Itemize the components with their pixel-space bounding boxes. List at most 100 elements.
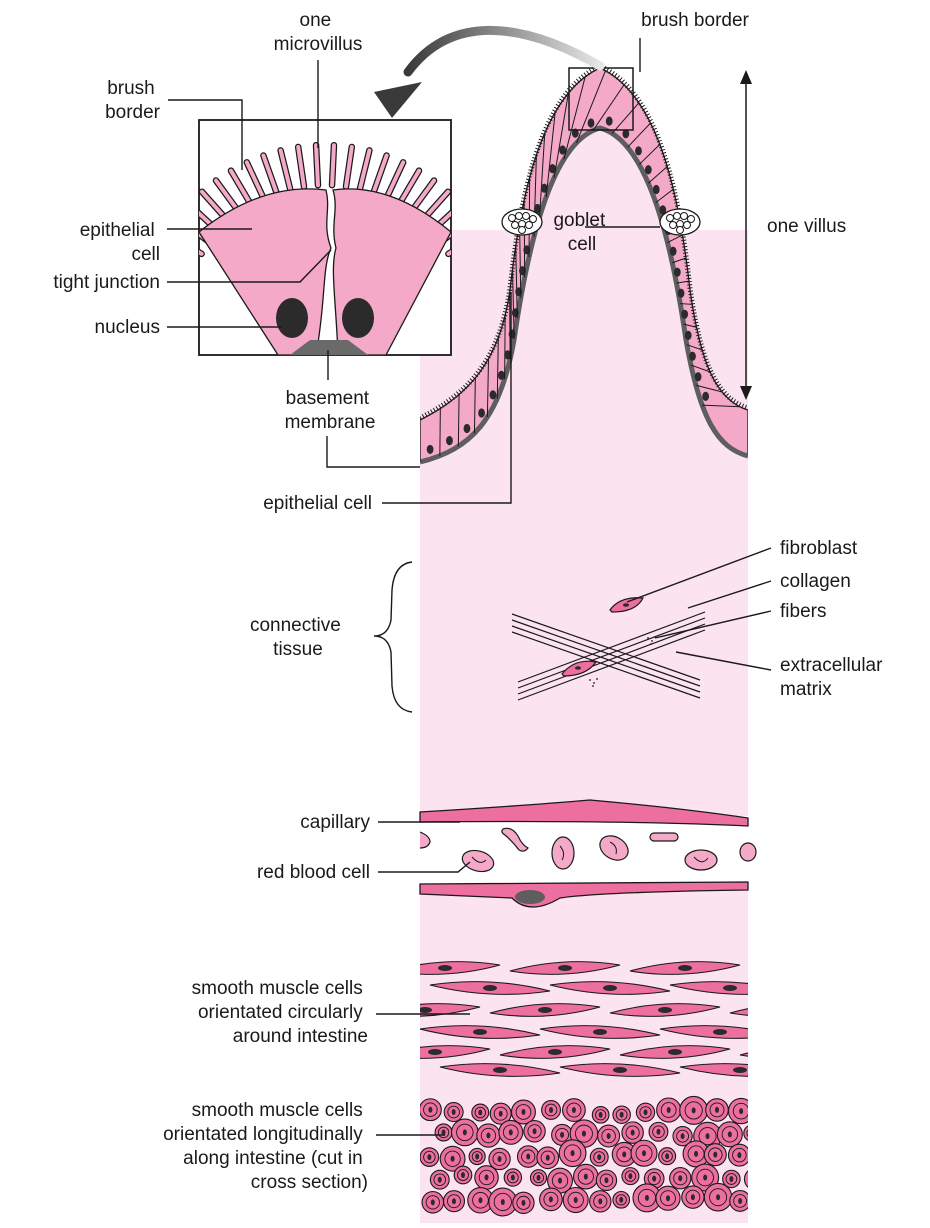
muscle-nucleus <box>645 1195 649 1201</box>
muscle-nucleus <box>737 1152 741 1158</box>
endothelial-nucleus <box>515 890 545 904</box>
muscle-nucleus <box>692 1107 696 1113</box>
muscle-nucleus <box>788 1049 802 1055</box>
muscle-nucleus <box>723 985 737 991</box>
capillary <box>420 800 756 907</box>
muscle-nucleus <box>473 1029 487 1035</box>
microvillus <box>159 249 195 267</box>
label-capillary: capillary <box>300 812 370 833</box>
muscle-nucleus <box>511 1174 515 1180</box>
muscle-nucleus <box>738 1198 742 1204</box>
muscle-nucleus <box>478 1197 482 1203</box>
muscle-nucleus <box>485 1174 489 1180</box>
label-smooth-muscle-longitudinal: smooth muscle cells orientated longitudi… <box>163 1100 368 1193</box>
muscle-nucleus <box>604 1177 608 1183</box>
muscle-nucleus <box>499 1111 503 1117</box>
muscle-nucleus <box>665 1153 669 1159</box>
muscle-nucleus <box>713 1029 727 1035</box>
cell-nucleus <box>498 371 505 380</box>
muscle-nucleus <box>558 965 572 971</box>
muscle-nucleus <box>452 1109 456 1115</box>
muscle-nucleus <box>549 1196 553 1202</box>
muscle-nucleus <box>533 1128 537 1134</box>
red-blood-cell <box>650 833 678 841</box>
muscle-nucleus <box>599 1112 603 1118</box>
muscle-nucleus <box>521 1200 525 1206</box>
muscle-nucleus <box>558 1178 562 1184</box>
muscle-nucleus <box>668 1049 682 1055</box>
cell-nucleus <box>695 372 702 381</box>
label-epithelial-cell: epithelial cell <box>263 493 372 514</box>
muscle-nucleus <box>733 1067 747 1073</box>
inset-panel <box>146 120 503 355</box>
muscle-nucleus <box>644 1109 648 1115</box>
muscle-nucleus <box>548 1049 562 1055</box>
muscle-nucleus <box>642 1150 646 1156</box>
muscle-nucleus <box>486 1133 490 1139</box>
label-collagen-fibers: collagen fibers <box>780 571 856 622</box>
red-blood-cell <box>685 850 717 870</box>
muscle-nucleus <box>546 1155 550 1161</box>
muscle-nucleus <box>427 1154 431 1160</box>
muscle-nucleus <box>501 1199 505 1205</box>
label-tight-junction: tight junction <box>53 272 160 293</box>
circular-muscle-cell <box>750 962 860 975</box>
muscle-nucleus <box>571 1150 575 1156</box>
cell-nucleus <box>446 436 453 445</box>
muscle-nucleus <box>691 1194 695 1200</box>
muscle-nucleus <box>463 1129 467 1135</box>
muscle-nucleus <box>628 1173 632 1179</box>
muscle-nucleus <box>613 1067 627 1073</box>
cell-nucleus <box>559 145 566 154</box>
muscle-nucleus <box>678 965 692 971</box>
cell-nucleus <box>685 331 692 340</box>
microvillus <box>168 233 202 254</box>
muscle-nucleus <box>549 1107 553 1113</box>
label-red-blood-cell: red blood cell <box>257 862 370 883</box>
muscle-nucleus <box>584 1174 588 1180</box>
muscle-nucleus <box>451 1156 455 1162</box>
muscle-nucleus <box>452 1198 456 1204</box>
label-connective-tissue: connective tissue <box>250 615 346 660</box>
muscle-nucleus <box>428 1049 442 1055</box>
muscle-nucleus <box>537 1175 541 1181</box>
cell-nucleus <box>490 390 497 399</box>
muscle-nucleus <box>538 1007 552 1013</box>
label-brush-border-inset: brush border <box>105 78 161 123</box>
cell-nucleus <box>427 445 434 454</box>
cell-nucleus <box>681 310 688 319</box>
muscle-nucleus <box>597 1154 601 1160</box>
label-basement-membrane: basement membrane <box>285 388 376 433</box>
muscle-nucleus <box>798 965 812 971</box>
red-blood-cell <box>740 843 756 861</box>
label-extracellular-matrix: extracellular matrix <box>780 655 888 700</box>
goblet-cell-left <box>502 209 542 235</box>
muscle-nucleus <box>715 1107 719 1113</box>
muscle-nucleus <box>739 1108 743 1114</box>
muscle-nucleus <box>438 965 452 971</box>
muscle-nucleus <box>667 1107 671 1113</box>
muscle-nucleus <box>778 1007 792 1013</box>
cell-nucleus <box>478 408 485 417</box>
muscle-nucleus <box>431 1199 435 1205</box>
muscle-nucleus <box>622 1151 626 1157</box>
muscle-nucleus <box>607 1133 611 1139</box>
longitudinal-muscle-cell <box>744 1168 766 1190</box>
muscle-nucleus <box>681 1133 685 1139</box>
muscle-nucleus <box>656 1129 660 1135</box>
muscle-nucleus <box>572 1107 576 1113</box>
muscle-nucleus <box>716 1194 720 1200</box>
label-one-microvillus: one microvillus <box>274 10 363 55</box>
muscle-nucleus <box>521 1109 525 1115</box>
muscle-nucleus <box>620 1112 624 1118</box>
cell-nucleus <box>588 118 595 127</box>
longitudinal-smooth-muscle-layer <box>419 1096 766 1215</box>
muscle-nucleus <box>461 1172 465 1178</box>
muscle-nucleus <box>631 1130 635 1136</box>
connective-tissue-brace <box>374 562 412 712</box>
muscle-nucleus <box>603 985 617 991</box>
label-smooth-muscle-circular: smooth muscle cells orientated circularl… <box>192 978 368 1047</box>
muscle-nucleus <box>619 1197 623 1203</box>
muscle-nucleus <box>428 1107 432 1113</box>
